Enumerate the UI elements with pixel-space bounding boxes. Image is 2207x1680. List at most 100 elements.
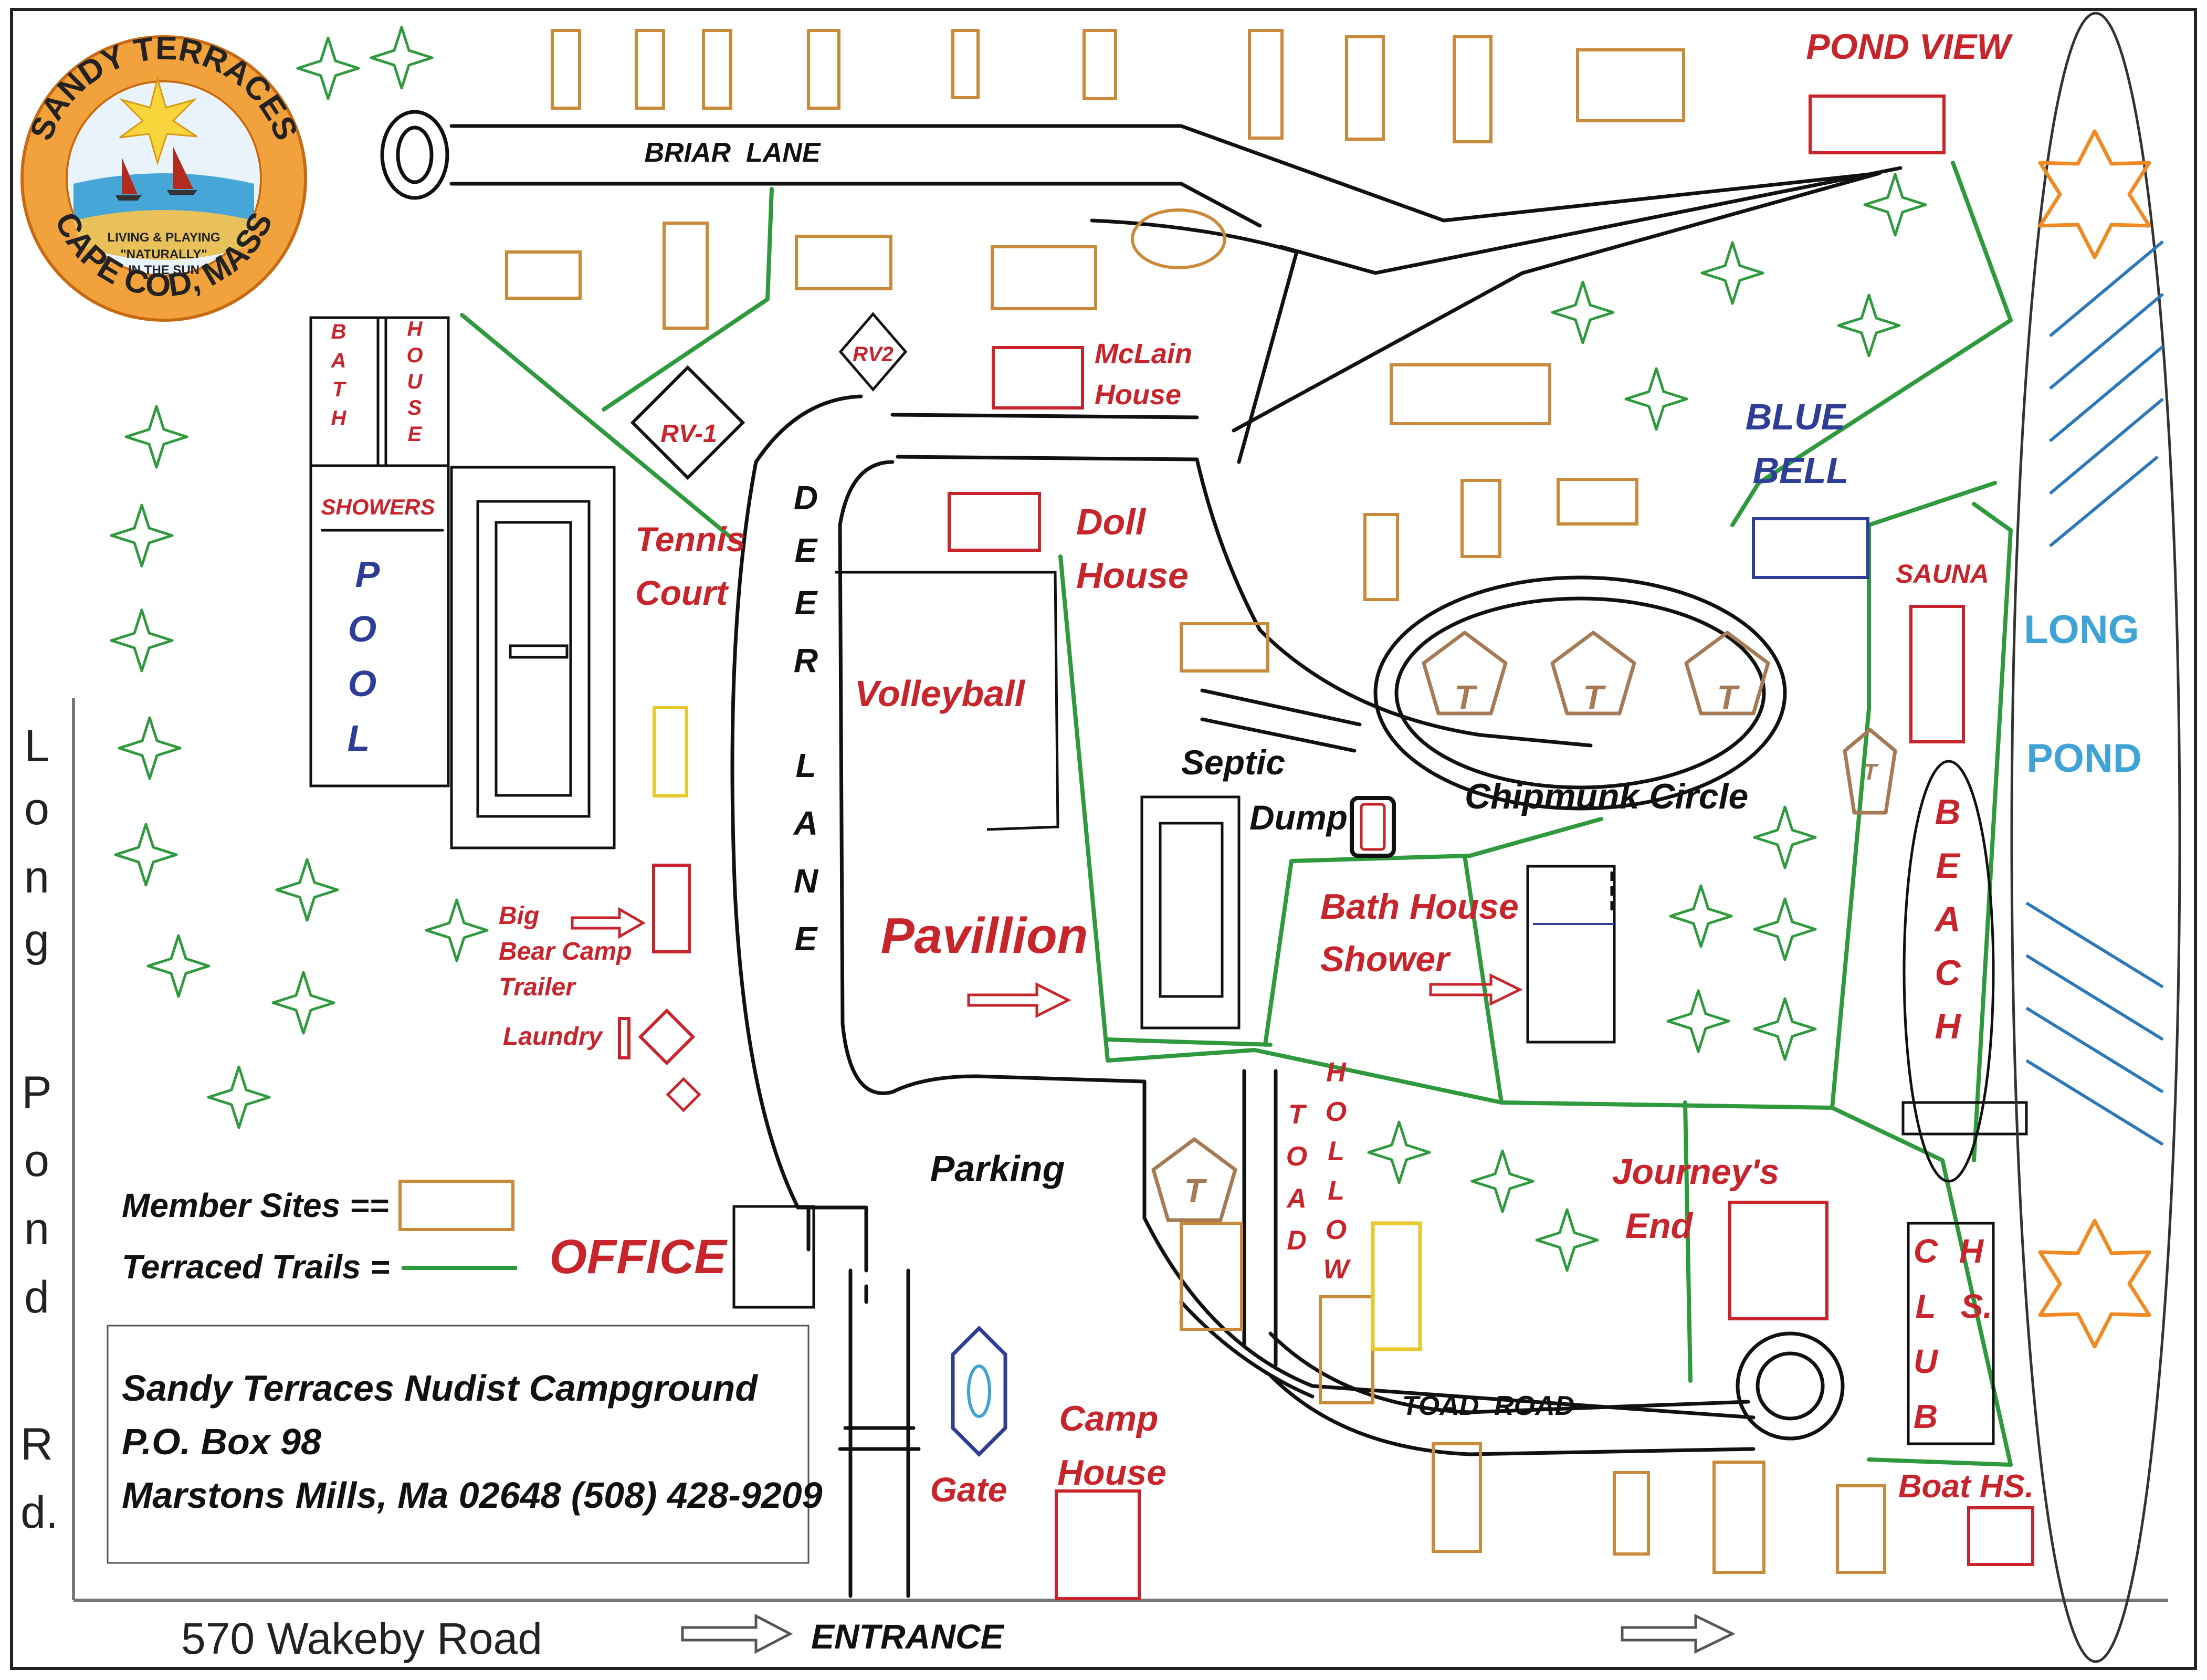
long-pond [2010,12,2181,1663]
blue-bell-label: BELL [1753,450,1849,491]
tree-icon [1626,369,1687,429]
svg-text:B: B [1914,1398,1938,1435]
pond-view-building [1809,94,1946,154]
legend-terraced-trails-label: Terraced Trails = [122,1248,390,1286]
legend-site-swatch [398,1180,514,1231]
svg-text:n: n [24,852,49,902]
boat-house-building [1967,1506,2034,1566]
svg-text:H: H [331,407,347,430]
tree-icon [1537,1210,1598,1270]
office-label: OFFICE [549,1230,728,1284]
map-border [10,8,2197,1670]
doll-house-label: Doll [1076,501,1147,542]
svg-text:O: O [1286,1141,1307,1172]
entrance-arrow-icon [1621,1614,1736,1654]
septic-building [1159,822,1224,998]
beach [1903,760,1995,1183]
tree-icon [1702,243,1763,303]
camp-house-label: House [1057,1453,1166,1493]
tree-icon [1754,807,1815,868]
big-bear-camp-label: Bear Camp [499,938,632,965]
svg-text:A: A [1286,1183,1307,1214]
parking-road [806,1079,1756,1420]
svg-text:L: L [1915,1287,1936,1325]
svg-text:L: L [348,718,370,759]
boat-house-label: Boat HS. [1898,1468,2034,1505]
mclain-house-building [992,346,1084,410]
tent-icon [1843,728,1897,815]
tent-letter: T [1863,759,1879,785]
gate-label: Gate [930,1470,1007,1509]
red-structures [618,94,2034,1600]
terraced-trails [460,161,2013,1467]
logo-motto-1: LIVING & PLAYING [107,230,220,245]
blue-bell-label: BLUE [1746,396,1847,437]
svg-text:L: L [795,747,816,784]
rv2-pad [838,312,908,392]
entrance-arrow-icon [681,1613,793,1654]
chipmunk-circle-label: Chipmunk Circle [1465,776,1748,816]
tree-icon [273,972,334,1033]
entrance-road [838,1268,921,1598]
volleyball-label: Volleyball [855,673,1026,714]
six-point-star-icon [2040,1221,2149,1347]
big-bear-camp-label: Trailer [499,973,576,1001]
svg-text:A: A [331,349,346,372]
svg-text:P: P [22,1067,51,1118]
doll-house-label: House [1076,555,1189,596]
laundry-label: Laundry [503,1023,604,1051]
svg-text:H: H [1959,1232,1984,1270]
tree-icon [111,610,172,671]
tree-icon [148,936,209,996]
svg-text:S.: S. [1961,1287,1992,1325]
logo-motto-2: "NATURALLY" [120,247,207,261]
toad-hollow-label: T O A D H O L L O W [1286,1057,1351,1285]
tree-icon [1668,991,1729,1052]
tree-icon [208,1067,269,1128]
showers-label: SHOWERS [321,495,435,519]
address-line-2: P.O. Box 98 [122,1421,321,1462]
svg-text:B: B [1935,792,1960,832]
svg-text:E: E [1936,846,1961,886]
pool [450,466,616,849]
toad-road-turnaround [1736,1331,1845,1441]
pond-view-label: POND VIEW [1806,27,2013,67]
club-house-label: C L U B H S. [1914,1232,1992,1435]
svg-text:R: R [794,642,818,679]
big-bear-camp-label: Big [499,902,539,930]
sun-icon [119,76,197,166]
svg-text:B: B [331,320,346,343]
svg-text:L: L [24,721,49,771]
svg-text:D: D [1287,1225,1307,1256]
mclain-house-label: McLain [1095,338,1192,370]
tent-letter: T [1454,678,1477,716]
svg-text:o: o [24,784,49,834]
tree-icon [1838,295,1899,356]
yellow-site [653,706,688,797]
yellow-site [1371,1221,1422,1351]
svg-text:W: W [1323,1254,1351,1285]
svg-text:O: O [1326,1215,1347,1245]
rv2-label: RV2 [853,343,894,366]
svg-text:H: H [1935,1006,1961,1046]
briar-lane-label: BRIAR LANE [644,138,821,168]
long-pond-label: POND [2026,736,2142,781]
toad-road [1268,1331,1756,1456]
member-sites [398,29,1886,1574]
arrows [571,907,1736,1654]
septic-label: Septic [1181,743,1285,782]
svg-text:d: d [24,1272,49,1322]
svg-text:O: O [406,344,423,367]
svg-text:g: g [24,915,49,965]
svg-text:C: C [1935,953,1961,993]
tent-sites: T T T T T [1153,633,1897,1220]
tent-letter: T [1717,678,1740,716]
address-line-1: Sandy Terraces Nudist Campground [122,1368,758,1409]
tent-letter: T [1184,1172,1207,1210]
deer-lane-label: D E E R L A N E [793,479,819,958]
tree-icon [126,406,187,467]
svg-text:P: P [355,554,380,595]
tree-icon [1552,282,1613,343]
svg-text:A: A [1933,899,1960,939]
svg-text:L: L [1328,1136,1344,1167]
